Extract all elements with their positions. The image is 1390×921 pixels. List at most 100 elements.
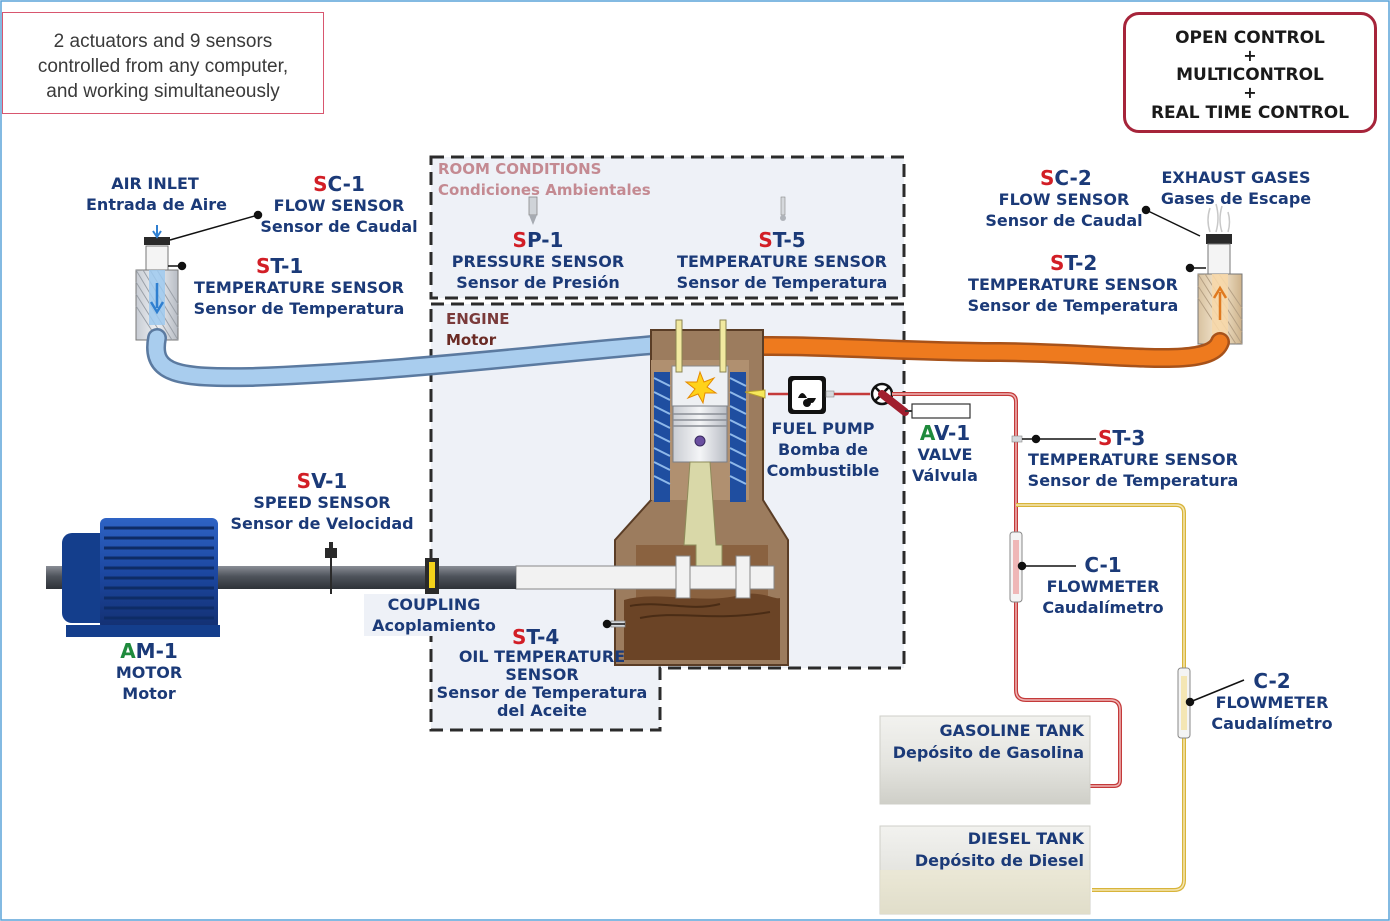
actuator-av1-es: Válvula: [912, 466, 978, 485]
sensor-st1-en: TEMPERATURE SENSOR: [194, 278, 404, 297]
air-inlet-label: AIR INLET Entrada de Aire: [86, 173, 227, 215]
fuel-pump-es-2: Combustible: [766, 461, 880, 480]
sensor-sv1-code: V-1: [311, 469, 348, 493]
fuel-pump-en: FUEL PUMP: [771, 419, 875, 438]
engine-title: ENGINE: [446, 310, 510, 328]
sensor-sc2-en: FLOW SENSOR: [998, 190, 1130, 209]
sensor-st3-prefix: S: [1098, 426, 1113, 450]
plus-sign-2: +: [1243, 83, 1257, 102]
sensor-sc1-en: FLOW SENSOR: [273, 196, 405, 215]
diesel-tank-label: DIESEL TANK Depósito de Diesel: [880, 828, 1084, 872]
sensor-sp1-en: PRESSURE SENSOR: [451, 252, 625, 271]
intake-pipe: [148, 330, 673, 385]
air-inlet-es: Entrada de Aire: [86, 195, 227, 214]
sensor-st3: ST-3 TEMPERATURE SENSOR Sensor de Temper…: [1020, 427, 1246, 491]
fuel-pump-label: FUEL PUMP Bomba de Combustible: [760, 418, 886, 481]
sensor-sv1: SV-1 SPEED SENSOR Sensor de Velocidad: [222, 470, 422, 534]
info-line-1: 2 actuators and 9 sensors: [53, 31, 273, 52]
coupling-icon: [425, 558, 439, 598]
diesel-tank-es: Depósito de Diesel: [914, 851, 1084, 870]
coupling-en: COUPLING: [387, 595, 481, 614]
sensor-st4-prefix: S: [512, 625, 527, 649]
info-box: 2 actuators and 9 sensors controlled fro…: [2, 12, 324, 114]
info-line-2: controlled from any computer,: [37, 56, 289, 77]
sensor-sc2-prefix: S: [1040, 166, 1055, 190]
sensor-sv1-en: SPEED SENSOR: [253, 493, 391, 512]
sensor-st3-code: T-3: [1112, 426, 1146, 450]
actuator-am1: AM-1 MOTOR Motor: [94, 640, 204, 704]
diesel-tank-en: DIESEL TANK: [967, 829, 1084, 848]
sensor-st2: ST-2 TEMPERATURE SENSOR Sensor de Temper…: [958, 252, 1188, 316]
sensor-sv1-prefix: S: [296, 469, 312, 493]
sensor-st5-es: Sensor de Temperatura: [676, 273, 888, 292]
sensor-sp1: SP-1 PRESSURE SENSOR Sensor de Presión: [440, 229, 636, 293]
exhaust-es: Gases de Escape: [1160, 189, 1312, 208]
gasoline-tank-icon: [879, 715, 1091, 805]
fuel-pump-es-1: Bomba de: [778, 440, 868, 459]
exhaust-filter-icon: [1197, 203, 1243, 345]
flowmeter-c2-code: C-2: [1253, 669, 1291, 693]
exhaust-en: EXHAUST GASES: [1161, 168, 1311, 187]
air-inlet-en: AIR INLET: [111, 174, 199, 193]
sensor-st4: ST-4 OIL TEMPERATURE SENSOR Sensor de Te…: [432, 626, 652, 720]
sensor-st1-prefix: S: [256, 254, 271, 278]
sensor-st5-code: T-5: [772, 228, 806, 252]
actuator-am1-en: MOTOR: [115, 663, 183, 682]
sensor-st2-es: Sensor de Temperatura: [967, 296, 1179, 315]
speed-sensor-icon: [325, 542, 337, 594]
sensor-st5: ST-5 TEMPERATURE SENSOR Sensor de Temper…: [668, 229, 896, 293]
sensor-st1: ST-1 TEMPERATURE SENSOR Sensor de Temper…: [186, 255, 412, 319]
room-temperature-probe-icon: [780, 196, 786, 221]
sensor-st2-code: T-2: [1064, 251, 1098, 275]
sensor-sc1: SC-1 FLOW SENSOR Sensor de Caudal: [248, 173, 430, 237]
flowmeter-c2-es: Caudalímetro: [1211, 714, 1333, 733]
gasoline-tank-es: Depósito de Gasolina: [892, 743, 1084, 762]
open-control-label: OPEN CONTROL: [1175, 28, 1325, 48]
sensor-sp1-code: P-1: [526, 228, 564, 252]
actuator-am1-prefix: A: [120, 639, 136, 663]
sensor-sp1-prefix: S: [512, 228, 527, 252]
flowmeter-c2: C-2 FLOWMETER Caudalímetro: [1200, 670, 1344, 734]
sensor-st1-code: T-1: [270, 254, 304, 278]
fuel-pump-icon: [788, 376, 835, 414]
gasoline-tank-en: GASOLINE TANK: [939, 721, 1084, 740]
sensor-st5-en: TEMPERATURE SENSOR: [677, 252, 887, 271]
sensor-sp1-es: Sensor de Presión: [456, 273, 620, 292]
sensor-st4-code: T-4: [526, 625, 560, 649]
sensor-st5-prefix: S: [758, 228, 773, 252]
actuator-am1-code: M-1: [135, 639, 178, 663]
sensor-sc1-es: Sensor de Caudal: [260, 217, 418, 236]
actuator-av1: AV-1 VALVE Válvula: [904, 422, 986, 486]
coupling-label: COUPLING Acoplamiento: [364, 594, 504, 636]
control-box: OPEN CONTROL + MULTICONTROL + REAL TIME …: [1123, 12, 1377, 133]
sensor-st3-es: Sensor de Temperatura: [1027, 471, 1239, 490]
flowmeter-c1: C-1 FLOWMETER Caudalímetro: [1032, 554, 1174, 618]
crankshaft: [515, 565, 775, 590]
room-conditions-zone: [429, 155, 906, 300]
flowmeter-c1-code: C-1: [1084, 553, 1122, 577]
sensor-sc2: SC-2 FLOW SENSOR Sensor de Caudal: [976, 167, 1152, 231]
sensor-st4-en-2: SENSOR: [505, 665, 579, 684]
exhaust-gases-label: EXHAUST GASES Gases de Escape: [1152, 167, 1320, 209]
flowmeter-c1-es: Caudalímetro: [1042, 598, 1164, 617]
air-filter-icon: [135, 225, 179, 341]
sensor-st4-es-1: Sensor de Temperatura: [436, 683, 648, 702]
engine-subtitle: Motor: [446, 331, 497, 349]
info-line-3: and working simultaneously: [46, 81, 280, 102]
flowmeter-c2-en: FLOWMETER: [1215, 693, 1329, 712]
gasoline-tank-label: GASOLINE TANK Depósito de Gasolina: [880, 720, 1084, 764]
real-time-control-label: REAL TIME CONTROL: [1150, 103, 1350, 123]
electric-motor-icon: [62, 518, 220, 637]
valve-icon: [870, 382, 971, 419]
room-conditions-subtitle: Condiciones Ambientales: [438, 181, 651, 199]
sensor-st2-prefix: S: [1050, 251, 1065, 275]
sensor-sc2-es: Sensor de Caudal: [985, 211, 1143, 230]
coupling-es: Acoplamiento: [372, 616, 496, 635]
sensor-st4-es-2: del Aceite: [496, 701, 588, 720]
multicontrol-label: MULTICONTROL: [1176, 65, 1324, 85]
actuator-am1-es: Motor: [122, 684, 176, 703]
actuator-av1-code: V-1: [933, 421, 971, 445]
actuator-av1-en: VALVE: [917, 445, 973, 464]
